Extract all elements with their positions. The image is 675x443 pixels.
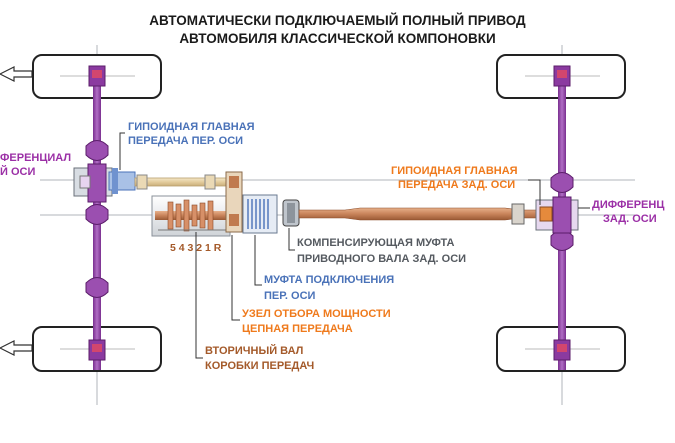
rear-final-drive-label-1: ГИПОИДНАЯ ГЛАВНАЯ (391, 165, 518, 177)
diagram-title-line-2: АВТОМОБИЛЯ КЛАССИЧЕСКОЙ КОМПОНОВКИ (179, 31, 496, 46)
rear-diff-label-2: ЗАД. ОСИ (603, 213, 657, 225)
comp-coupling-label-2: ПРИВОДНОГО ВАЛА ЗАД. ОСИ (297, 253, 467, 265)
output-shaft-label-2: КОРОБКИ ПЕРЕДАЧ (205, 360, 315, 372)
rear-propeller-shaft (298, 203, 541, 225)
front-axle-clutch (242, 194, 278, 234)
front-final-drive-label-2: ПЕРЕДАЧА ПЕР. ОСИ (128, 135, 244, 147)
front-final-drive (108, 168, 136, 194)
front-diff-label-1: ФЕРЕНЦИАЛ (0, 152, 72, 164)
transfer-chain-drive (225, 171, 243, 233)
gearbox (151, 195, 251, 237)
front-diff-label-2: Й ОСИ (0, 166, 36, 178)
rear-left-arrow-icon (0, 340, 33, 356)
front-final-drive-label-1: ГИПОИДНАЯ ГЛАВНАЯ (128, 121, 255, 133)
output-shaft-label-1: ВТОРИЧНЫЙ ВАЛ (205, 345, 304, 357)
comp-coupling-label-1: КОМПЕНСИРУЮЩАЯ МУФТА (297, 237, 455, 249)
pto-label-1: УЗЕЛ ОТБОРА МОЩНОСТИ (242, 308, 391, 320)
rear-differential (535, 196, 579, 234)
pto-label-2: ЦЕПНАЯ ПЕРЕДАЧА (242, 323, 353, 335)
left-half-shaft (85, 65, 109, 370)
front-propeller-shaft (134, 174, 228, 190)
rear-diff-label-1: ДИФФЕРЕНЦ (592, 199, 665, 211)
front-differential (73, 163, 113, 203)
engage-clutch-label-2: ПЕР. ОСИ (264, 290, 316, 302)
front-left-arrow-icon (0, 66, 33, 82)
rear-final-drive-label-2: ПЕРЕДАЧА ЗАД. ОСИ (398, 179, 516, 191)
compensating-coupling (282, 199, 300, 227)
diagram-title-line-1: АВТОМАТИЧЕСКИ ПОДКЛЮЧАЕМЫЙ ПОЛНЫЙ ПРИВОД (149, 13, 526, 28)
gear-numbers-label: 5 4 3 2 1 R (170, 242, 222, 254)
engage-clutch-label-1: МУФТА ПОДКЛЮЧЕНИЯ (264, 274, 395, 286)
